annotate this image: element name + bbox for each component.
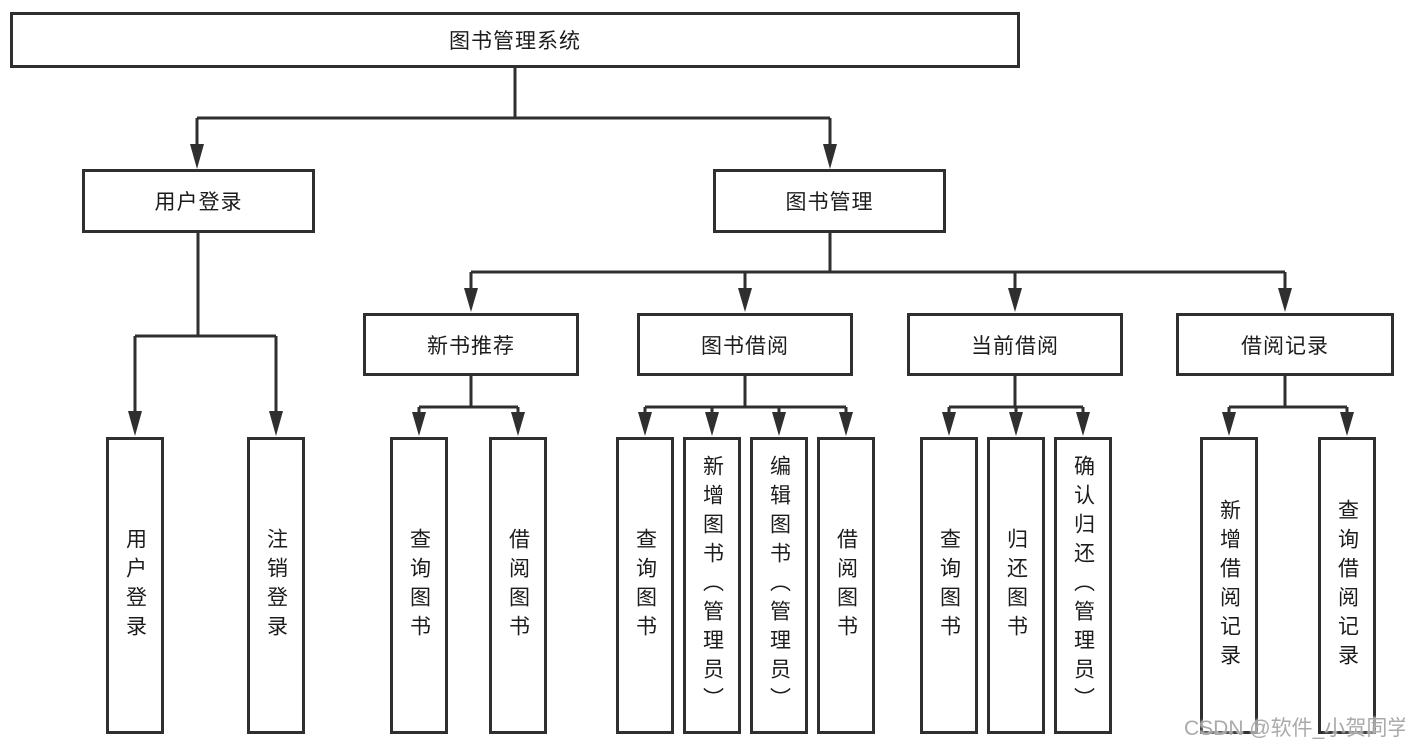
node-user-login: 用户登录: [82, 169, 315, 233]
leaf-add-books-admin-label: 新增图书（管理员）: [700, 455, 724, 716]
leaf-user-login: 用户登录: [106, 437, 164, 734]
leaf-confirm-return-admin: 确认归还（管理员）: [1054, 437, 1112, 734]
node-new-book-recommend: 新书推荐: [363, 313, 579, 376]
node-borrow-records: 借阅记录: [1176, 313, 1394, 376]
node-new-book-recommend-label: 新书推荐: [427, 334, 515, 358]
leaf-query-books-current-label: 查询图书: [937, 527, 961, 644]
node-book-borrow-label: 图书借阅: [701, 334, 789, 358]
leaf-borrow-books-recommend: 借阅图书: [489, 437, 547, 734]
leaf-logout-label: 注销登录: [264, 527, 288, 644]
node-user-login-label: 用户登录: [154, 191, 243, 214]
leaf-borrow-books-borrow: 借阅图书: [817, 437, 875, 734]
leaf-query-books-recommend: 查询图书: [390, 437, 448, 734]
leaf-add-borrow-record-label: 新增借阅记录: [1217, 498, 1241, 673]
leaf-query-borrow-record-label: 查询借阅记录: [1335, 498, 1359, 673]
leaf-query-borrow-record: 查询借阅记录: [1318, 437, 1376, 734]
leaf-add-borrow-record: 新增借阅记录: [1200, 437, 1258, 734]
leaf-query-books-recommend-label: 查询图书: [407, 527, 431, 644]
leaf-user-login-label: 用户登录: [123, 527, 147, 644]
node-current-borrow: 当前借阅: [907, 313, 1123, 376]
leaf-return-books: 归还图书: [987, 437, 1045, 734]
leaf-query-books-current: 查询图书: [920, 437, 978, 734]
csdn-watermark: CSDN @软件_小贺同学: [1184, 717, 1405, 740]
leaf-borrow-books-recommend-label: 借阅图书: [506, 527, 530, 644]
leaf-logout: 注销登录: [247, 437, 305, 734]
node-book-management: 图书管理: [713, 169, 946, 233]
leaf-add-books-admin: 新增图书（管理员）: [683, 437, 741, 734]
leaf-edit-books-admin: 编辑图书（管理员）: [750, 437, 808, 734]
node-borrow-records-label: 借阅记录: [1241, 334, 1329, 358]
leaf-edit-books-admin-label: 编辑图书（管理员）: [767, 455, 791, 716]
leaf-return-books-label: 归还图书: [1004, 527, 1028, 644]
leaf-borrow-books-borrow-label: 借阅图书: [834, 527, 858, 644]
node-current-borrow-label: 当前借阅: [971, 334, 1059, 358]
node-root-label: 图书管理系统: [449, 30, 581, 53]
leaf-confirm-return-admin-label: 确认归还（管理员）: [1071, 455, 1095, 716]
leaf-query-books-borrow: 查询图书: [616, 437, 674, 734]
node-book-management-label: 图书管理: [785, 191, 874, 214]
node-root: 图书管理系统: [10, 12, 1020, 68]
node-book-borrow: 图书借阅: [637, 313, 853, 376]
leaf-query-books-borrow-label: 查询图书: [633, 527, 657, 644]
